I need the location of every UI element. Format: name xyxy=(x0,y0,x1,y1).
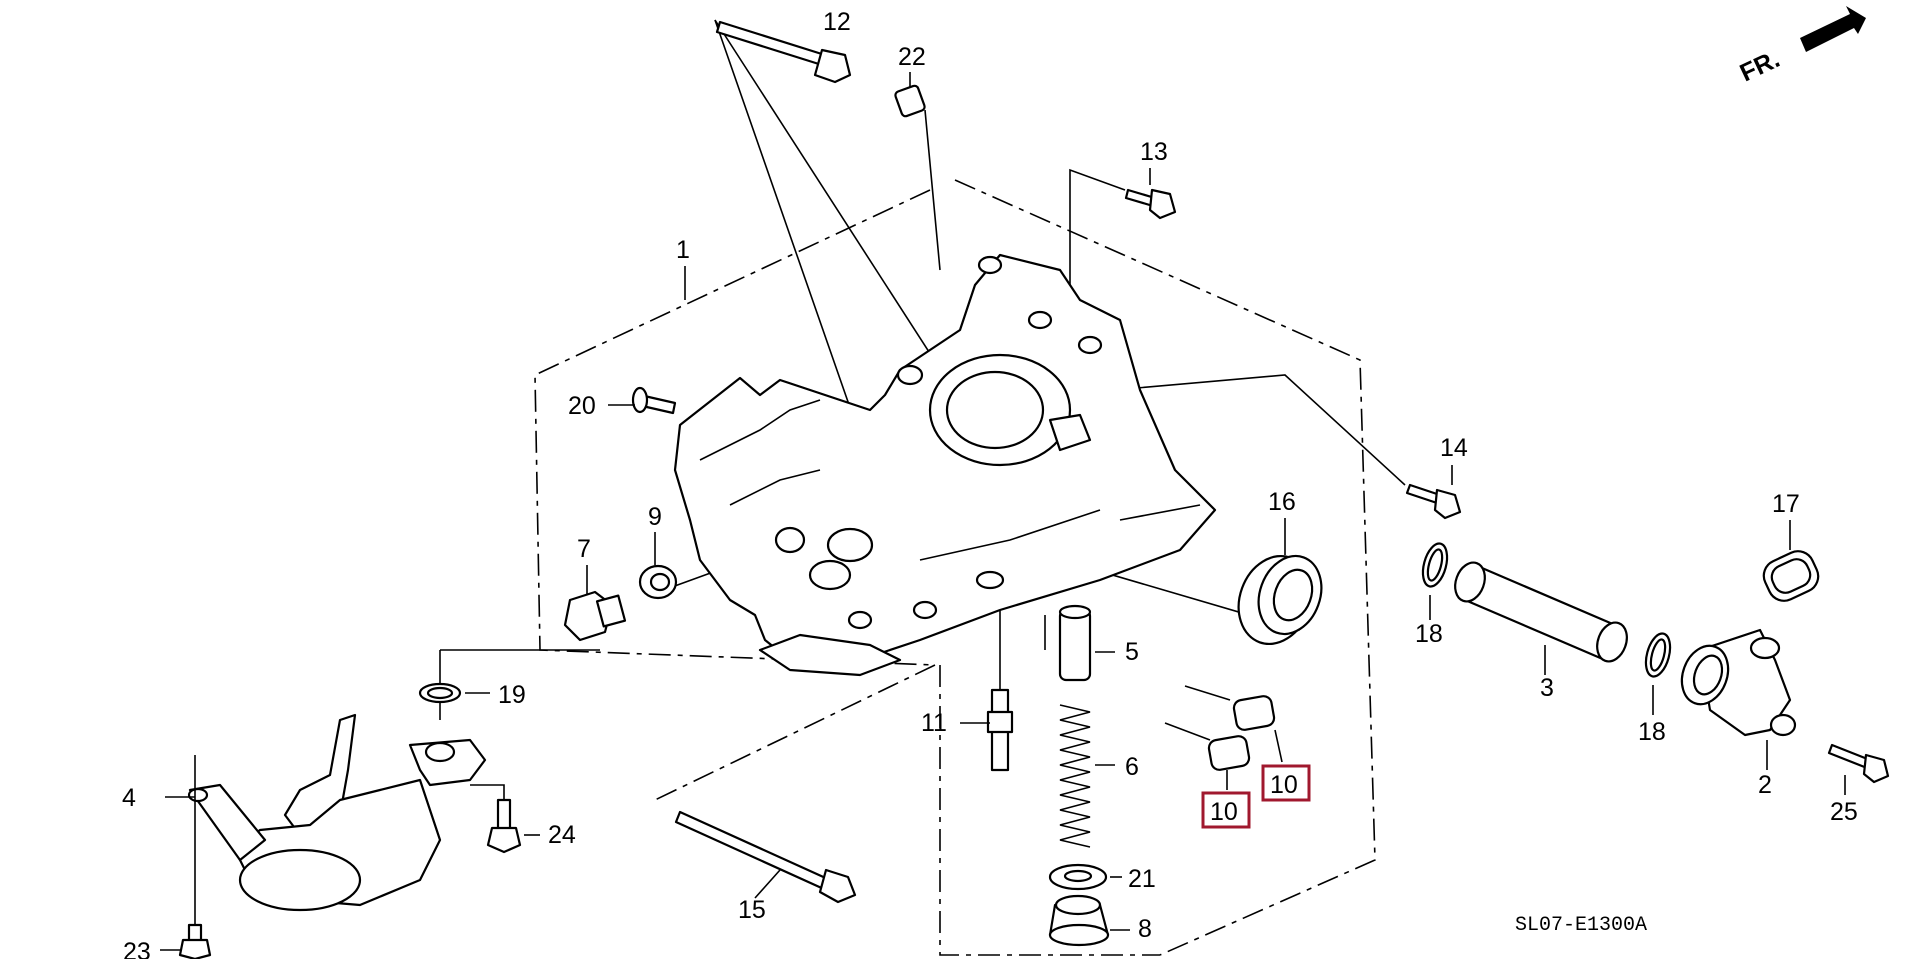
assembly-boundary-right xyxy=(954,179,1376,956)
o-ring-18-left xyxy=(1421,542,1449,588)
screw-20 xyxy=(631,386,677,415)
callout-4: 4 xyxy=(122,784,136,812)
callout-18-right: 18 xyxy=(1638,718,1666,746)
callout-24: 24 xyxy=(548,821,576,849)
callout-13: 13 xyxy=(1140,138,1168,166)
callout-11: 11 xyxy=(921,709,947,737)
callout-25: 25 xyxy=(1830,798,1858,826)
callout-22: 22 xyxy=(898,43,926,71)
spring-6 xyxy=(1059,704,1091,848)
callout-6: 6 xyxy=(1125,753,1139,781)
water-pipe-3 xyxy=(1454,561,1628,663)
callout-5: 5 xyxy=(1125,638,1139,666)
callout-17: 17 xyxy=(1772,490,1800,518)
callout-19: 19 xyxy=(498,681,526,709)
assembly-boundary-left xyxy=(534,189,936,666)
bolt-24 xyxy=(486,798,522,854)
callout-20: 20 xyxy=(568,392,596,420)
washer-9 xyxy=(638,564,678,600)
leader-12 xyxy=(714,19,871,466)
dowel-pin-22 xyxy=(894,84,926,118)
callout-21: 21 xyxy=(1128,865,1156,893)
washer-21 xyxy=(1048,863,1108,891)
bolt-12 xyxy=(715,20,852,84)
front-arrow-icon xyxy=(1800,6,1866,52)
highlight-box-10-right xyxy=(1261,764,1311,802)
gasket-17 xyxy=(1762,550,1820,602)
water-outlet-2 xyxy=(1680,628,1797,737)
callout-16: 16 xyxy=(1268,488,1296,516)
sealing-bolt-8 xyxy=(1048,894,1110,947)
assembly-boundary-base xyxy=(939,665,1160,956)
front-direction-indicator: FR. xyxy=(1736,6,1866,87)
oil-seal-16 xyxy=(1237,554,1323,646)
bolt-14 xyxy=(1405,483,1462,520)
callout-10-left: 10 xyxy=(1210,798,1238,826)
assembly-boundary-bottom xyxy=(654,664,936,801)
callout-14: 14 xyxy=(1440,434,1468,462)
drawing-code: SL07-E1300A xyxy=(1515,914,1647,937)
callout-9: 9 xyxy=(648,503,662,531)
bolt-13 xyxy=(1124,188,1177,220)
oil-pump-body xyxy=(673,253,1217,677)
callout-8: 8 xyxy=(1138,915,1152,943)
callout-10-right: 10 xyxy=(1270,771,1298,799)
leader-22 xyxy=(924,109,941,271)
dowel-pin-10-lower xyxy=(1207,735,1251,771)
leader-12b xyxy=(714,19,961,401)
dowel-pin-10-upper xyxy=(1232,695,1276,731)
highlight-box-10-left xyxy=(1201,791,1251,829)
stud-bolt-11 xyxy=(986,688,1014,772)
leader-24 xyxy=(470,784,505,800)
leader-10-lower xyxy=(1164,722,1211,741)
callout-15: 15 xyxy=(738,896,766,924)
callout-2: 2 xyxy=(1758,771,1772,799)
callout-7: 7 xyxy=(577,535,591,563)
bolt-25 xyxy=(1827,743,1890,784)
leader-10-right xyxy=(1274,729,1283,763)
leader-10-upper xyxy=(1184,685,1231,701)
oil-strainer-4 xyxy=(187,713,487,912)
plug-bolt-7 xyxy=(563,590,627,642)
callout-3: 3 xyxy=(1540,674,1554,702)
bolt-15 xyxy=(674,810,857,904)
callout-18-left: 18 xyxy=(1415,620,1443,648)
o-ring-18-right xyxy=(1644,632,1672,678)
callout-1: 1 xyxy=(676,236,690,264)
callout-12: 12 xyxy=(823,8,851,36)
relief-valve-5 xyxy=(1058,604,1092,682)
direction-label: FR. xyxy=(1736,45,1784,87)
callout-labels: 1 2 3 4 5 6 7 8 9 10 10 11 12 13 14 15 1… xyxy=(122,8,1858,964)
bolt-23 xyxy=(178,923,212,961)
o-ring-19 xyxy=(418,682,462,704)
callout-23: 23 xyxy=(123,938,151,959)
label-leaders xyxy=(160,72,1846,951)
